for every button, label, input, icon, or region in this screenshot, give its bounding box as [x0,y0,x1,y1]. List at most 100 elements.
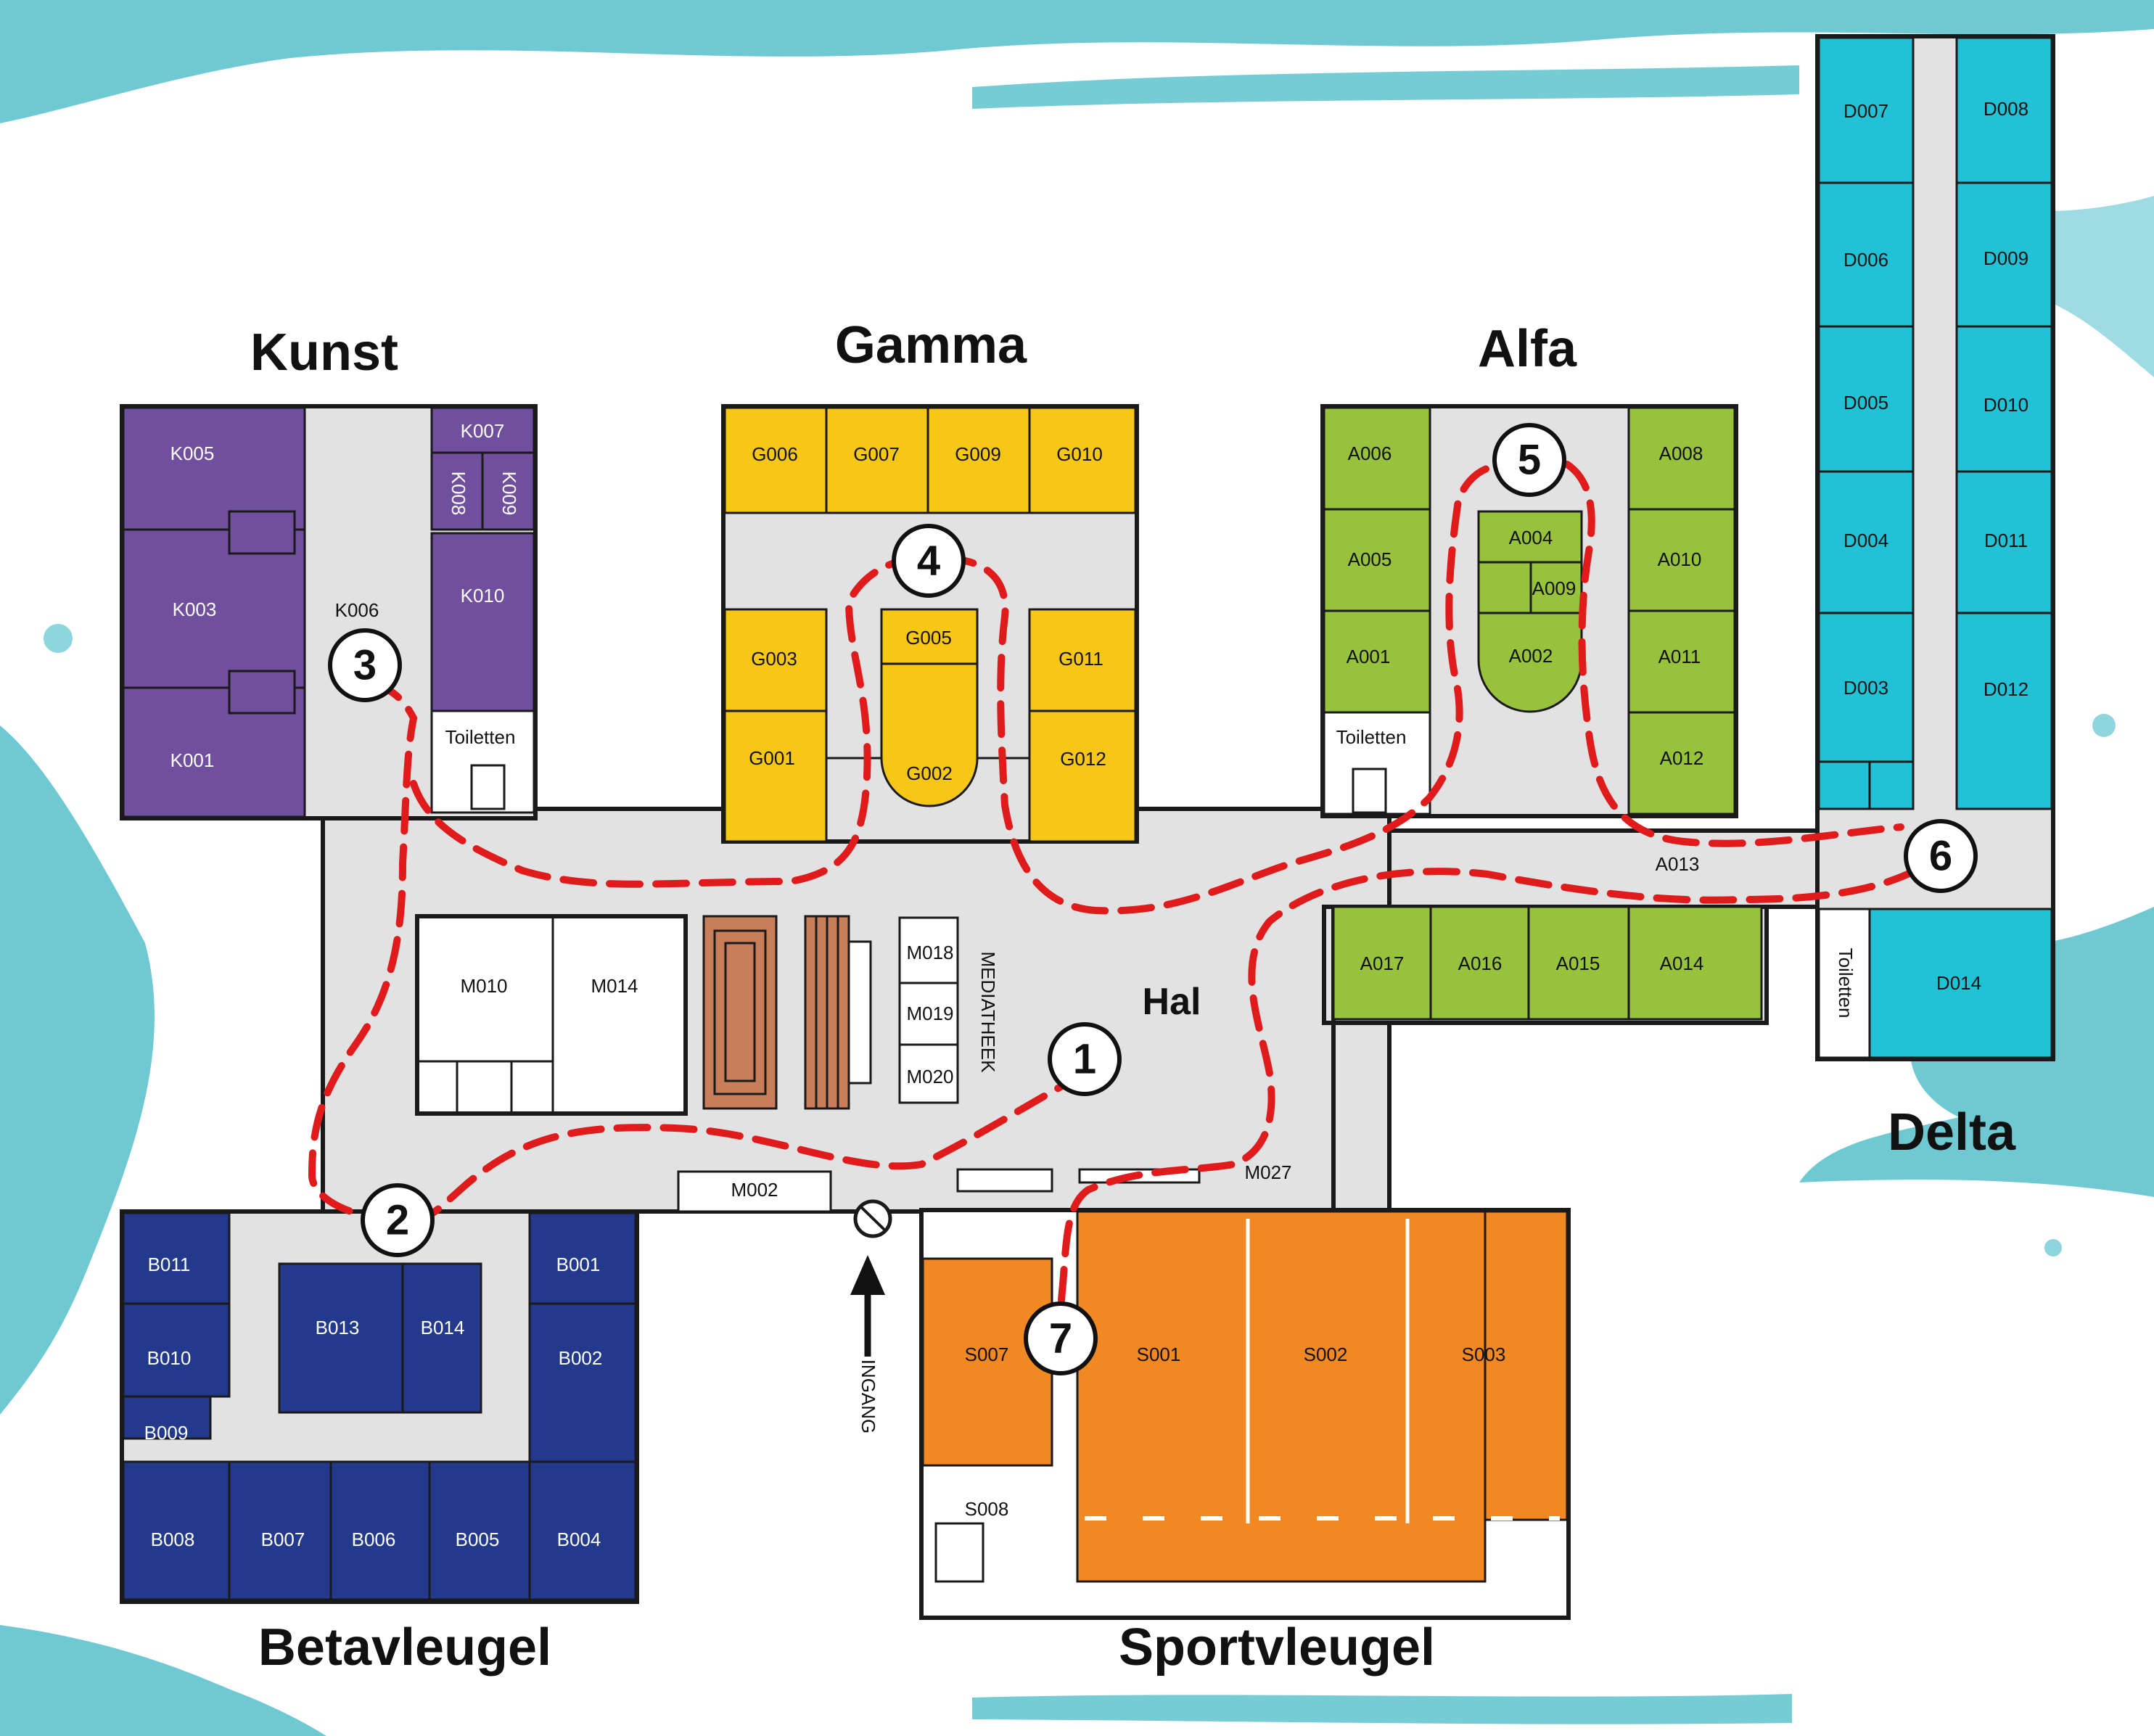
room-A001 [1323,609,1431,714]
hal-interior: M010 M014 M018 M019 M020 MEDIATHEEK M002… [415,914,1292,1434]
room-label: B004 [557,1529,601,1550]
room-label: D003 [1843,677,1888,699]
room-B005 [428,1460,531,1601]
route-marker-2[interactable]: 2 [361,1183,435,1257]
room-label: K009 [498,472,520,516]
route-marker-4[interactable]: 4 [892,524,966,598]
room-A012 [1627,711,1736,815]
wing-title-sport: Sportvleugel [1119,1618,1435,1677]
room-label: M018 [906,942,953,963]
room-D014 [1868,908,2053,1059]
route-marker-number: 3 [353,642,377,689]
room-label: M014 [591,975,638,997]
room-A005 [1323,508,1431,612]
room-label: B011 [148,1254,191,1275]
room-label: M002 [731,1179,778,1201]
room-B001 [528,1212,637,1305]
ingang-label: INGANG [858,1359,879,1434]
room-G006 [723,406,828,514]
room-A008 [1627,406,1736,511]
room-label: D014 [1936,972,1981,994]
room-label: M027 [1244,1161,1291,1183]
room-B004 [528,1460,637,1601]
room-label: B010 [147,1347,192,1369]
room-A011 [1627,609,1736,714]
room-B014 [401,1262,482,1414]
room-label: B007 [261,1529,305,1550]
room-B011 [122,1212,231,1305]
room-label: S007 [965,1344,1009,1365]
room-label: B006 [352,1529,396,1550]
route-marker-number: 4 [917,538,940,585]
room-D012 [1955,612,2053,810]
room-label: B002 [559,1347,603,1369]
room-D005 [1817,325,1915,473]
wing-title-alfa: Alfa [1478,320,1577,378]
route-marker-7[interactable]: 7 [1024,1301,1098,1375]
room-label: B009 [144,1422,189,1444]
room-label: A015 [1556,953,1600,974]
wing-alfa: Alfa A006 A005 A001 Toiletten A008 A010 … [1320,320,1763,1021]
room-label: A010 [1658,548,1702,570]
room-label: G009 [955,443,1001,465]
route-marker-number: 6 [1929,833,1952,880]
route-marker-5[interactable]: 5 [1492,423,1566,497]
room-G003 [723,608,828,712]
room-label: D007 [1843,100,1888,122]
room-D004 [1817,470,1915,614]
room-label: D008 [1984,98,2028,120]
room-B010 [122,1302,231,1398]
wing-sport: S007 S001 S002 S003 S008 Sportvleugel [919,1208,1571,1677]
route-marker-1[interactable]: 1 [1048,1022,1122,1096]
room-label: A009 [1532,577,1577,599]
room-label: B001 [556,1254,601,1275]
room-G009 [926,406,1031,514]
room-B009 [122,1395,212,1440]
room-sport-hall [1076,1210,1487,1583]
room-label: G012 [1060,748,1106,770]
room-label: A008 [1659,443,1703,464]
room-label: A012 [1660,747,1704,769]
room-label: G011 [1058,648,1103,670]
room-B006 [329,1460,431,1601]
room-M002 [677,1170,832,1213]
wing-title-gamma: Gamma [835,316,1027,374]
room-label: M019 [906,1003,953,1024]
room-G010 [1028,406,1137,514]
room-label: B014 [421,1317,465,1338]
room-label: D011 [1984,530,2028,551]
room-B008 [122,1460,231,1601]
room-label: D004 [1843,530,1888,551]
route-marker-number: 7 [1049,1315,1072,1362]
room-label: D006 [1843,249,1888,271]
room-D007 [1817,36,1915,184]
route-marker-number: 2 [386,1197,409,1244]
wing-beta: B011 B010 B009 B001 B002 B013 B014 B008 … [120,1209,639,1677]
room-label: K010 [461,585,505,606]
wing-kunst: Kunst K005 K003 K001 K007 K008 K009 K010… [120,324,538,820]
wing-title-kunst: Kunst [250,324,398,382]
room-label: A016 [1458,953,1503,974]
room-label: B013 [316,1317,360,1338]
wing-title-delta: Delta [1888,1103,2016,1161]
room-label: S001 [1137,1344,1181,1365]
route-marker-number: 5 [1518,437,1541,484]
room-label: G007 [853,443,900,465]
room-label: A001 [1347,646,1391,667]
hal-title: Hal [1143,981,1201,1023]
room-K010 [430,532,535,712]
route-marker-3[interactable]: 3 [328,628,402,702]
room-label: G006 [752,443,798,465]
route-markers: 1 2 3 4 5 6 7 [328,423,1978,1375]
room-label: B005 [456,1529,500,1550]
room-label: D009 [1984,247,2028,269]
room-K009 [481,451,535,531]
room-label: K001 [170,749,215,771]
room-label: G005 [905,627,952,649]
room-label: G002 [906,762,953,784]
mediatheek-label: MEDIATHEEK [977,951,999,1073]
room-D011 [1955,470,2053,614]
room-label: G010 [1056,443,1103,465]
route-marker-6[interactable]: 6 [1904,819,1978,893]
